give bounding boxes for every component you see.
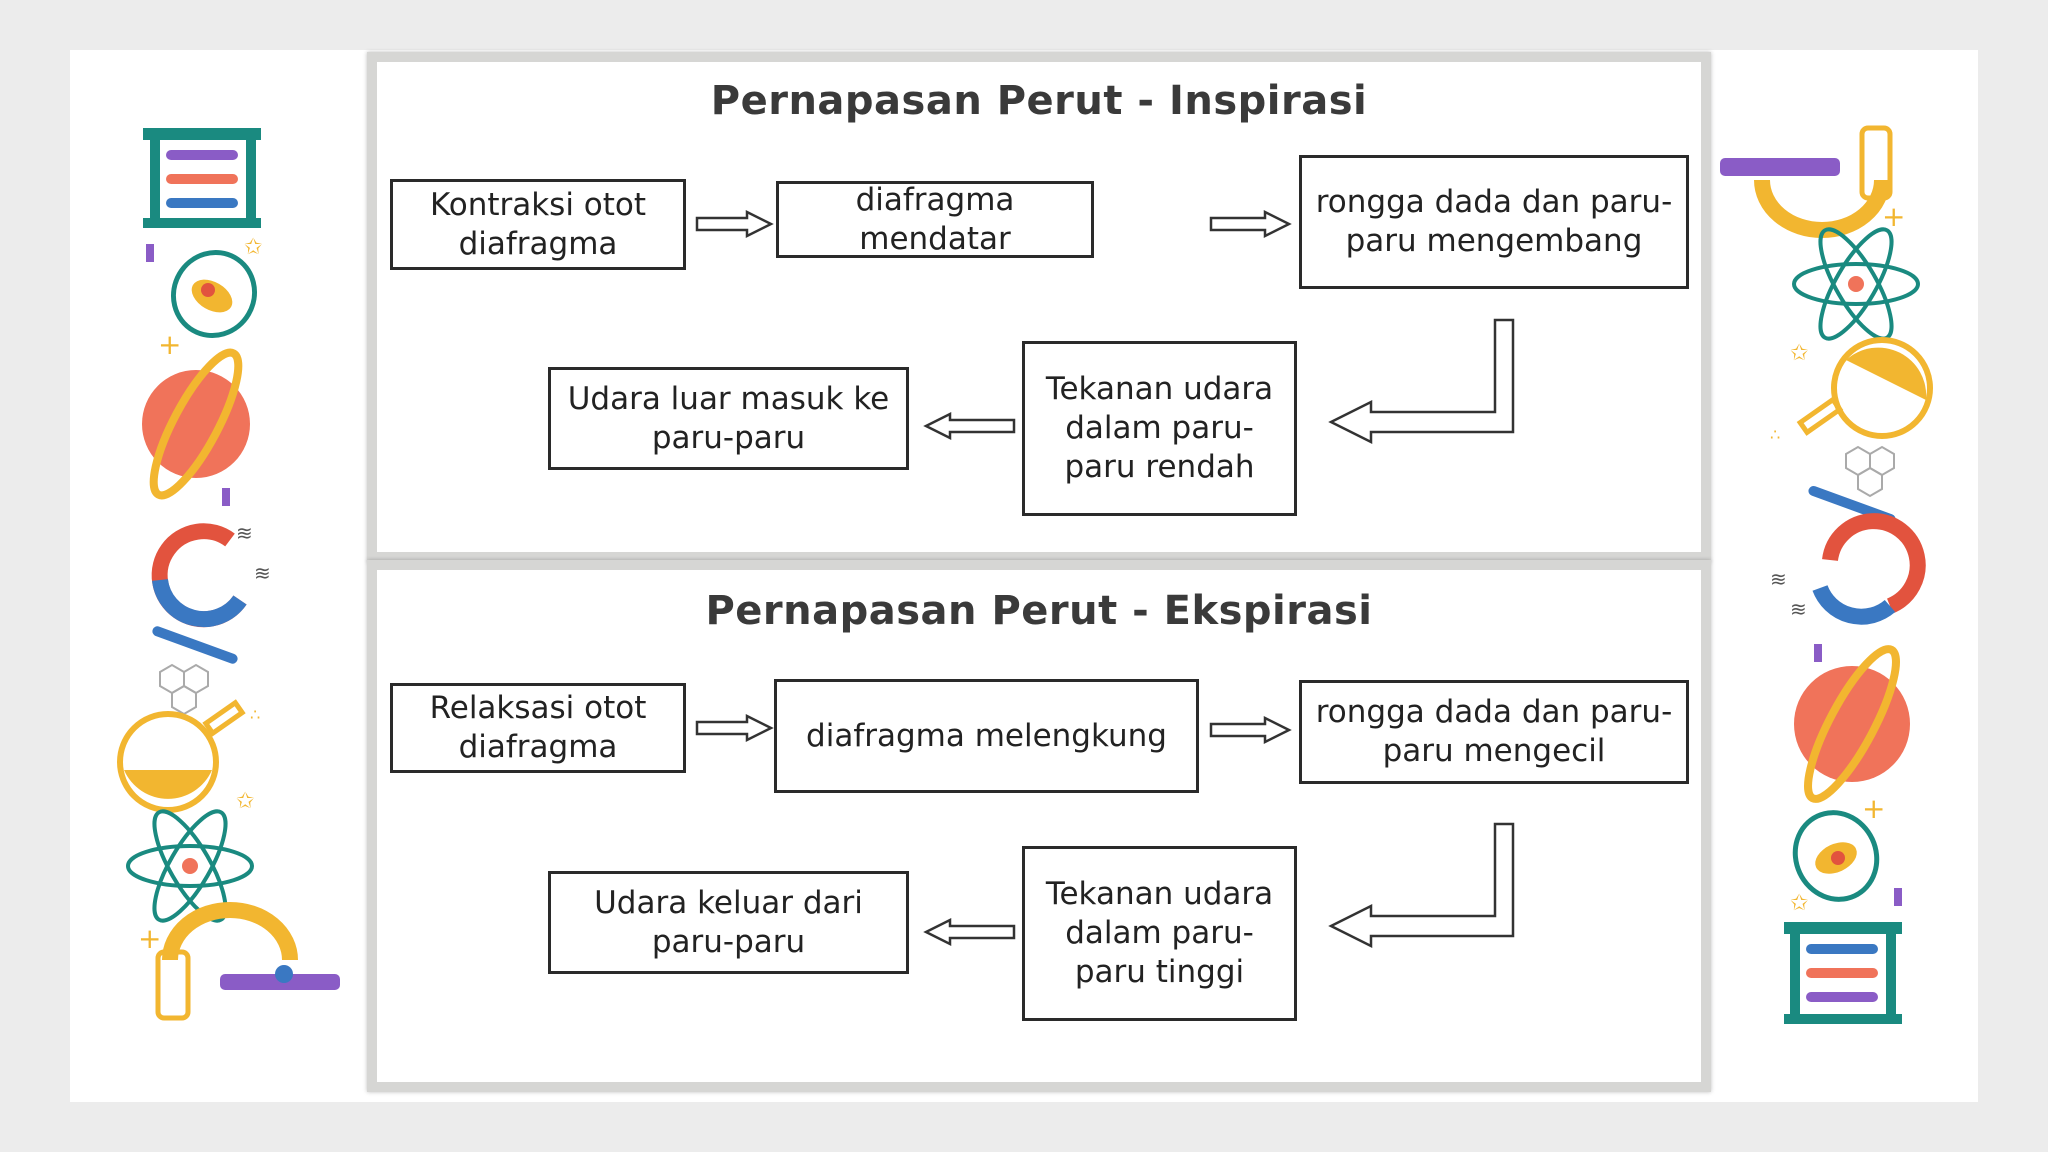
svg-text:✩: ✩ xyxy=(236,789,254,814)
svg-text:∴: ∴ xyxy=(1770,425,1780,444)
inspirasi-title: Pernapasan Perut - Inspirasi xyxy=(710,78,1368,124)
inspirasi-box-rongga: rongga dada dan paru-paru mengembang xyxy=(1299,155,1689,289)
svg-text:≋: ≋ xyxy=(254,561,271,585)
svg-text:≋: ≋ xyxy=(1790,597,1807,621)
svg-text:+: + xyxy=(1882,200,1905,233)
planet-icon xyxy=(142,348,250,506)
arrow-left-icon xyxy=(923,411,1016,441)
arrow-right-icon xyxy=(695,209,774,239)
svg-text:+: + xyxy=(158,328,181,361)
ekspirasi-box-diafragma: diafragma melengkung xyxy=(774,679,1199,793)
arrow-right-icon xyxy=(1209,209,1292,239)
magnet-icon: ≋ ≋ xyxy=(1770,513,1926,662)
magnet-icon: ≋ ≋ xyxy=(151,521,271,628)
flask-icon: ∴ ✩ xyxy=(117,699,260,814)
cell-icon: ✩ xyxy=(1790,810,1902,916)
flask-icon: ✩ ∴ xyxy=(1770,337,1933,444)
svg-text:+: + xyxy=(138,922,161,955)
microscope-icon: + xyxy=(1720,125,1905,238)
ekspirasi-box-relaksasi: Relaksasi otot diafragma xyxy=(390,683,686,773)
inspirasi-box-udara: Udara luar masuk ke paru-paru xyxy=(548,367,909,470)
test-tube-rack-icon xyxy=(143,128,261,262)
inspirasi-box-tekanan: Tekanan udara dalam paru-paru rendah xyxy=(1022,341,1297,516)
arrow-right-icon xyxy=(1209,715,1292,745)
pipette-icon xyxy=(152,626,238,664)
atom-icon xyxy=(126,809,254,923)
arrow-right-icon xyxy=(695,713,774,743)
svg-text:≋: ≋ xyxy=(236,521,253,545)
ekspirasi-title: Pernapasan Perut - Ekspirasi xyxy=(705,588,1373,634)
ekspirasi-box-udara: Udara keluar dari paru-paru xyxy=(548,871,909,974)
atom-icon xyxy=(1792,227,1920,341)
svg-text:+: + xyxy=(1862,792,1885,825)
test-tube-rack-icon xyxy=(1784,922,1902,1024)
ekspirasi-box-tekanan: Tekanan udara dalam paru-paru tinggi xyxy=(1022,846,1297,1021)
hexagon-molecule-icon xyxy=(1845,445,1895,498)
ekspirasi-box-rongga: rongga dada dan paru-paru mengecil xyxy=(1299,680,1689,784)
arrow-down-left-icon xyxy=(1328,318,1515,445)
arrow-down-left-icon xyxy=(1328,822,1515,949)
inspirasi-box-diafragma: diafragma mendatar xyxy=(776,181,1094,258)
svg-text:✩: ✩ xyxy=(244,235,262,260)
svg-text:✩: ✩ xyxy=(1790,891,1808,916)
inspirasi-panel: Pernapasan Perut - Inspirasi Kontraksi o… xyxy=(367,52,1711,562)
svg-text:✩: ✩ xyxy=(1790,341,1808,366)
cell-icon: ✩ + xyxy=(158,235,262,361)
arrow-left-icon xyxy=(923,917,1016,947)
ekspirasi-panel: Pernapasan Perut - Ekspirasi Relaksasi o… xyxy=(367,560,1711,1092)
svg-text:≋: ≋ xyxy=(1770,567,1787,591)
hexagon-molecule-icon xyxy=(159,663,209,716)
inspirasi-box-kontraksi: Kontraksi otot diafragma xyxy=(390,179,686,270)
microscope-icon: + xyxy=(138,902,340,1021)
planet-icon: + xyxy=(1794,645,1910,825)
svg-text:∴: ∴ xyxy=(250,705,260,724)
